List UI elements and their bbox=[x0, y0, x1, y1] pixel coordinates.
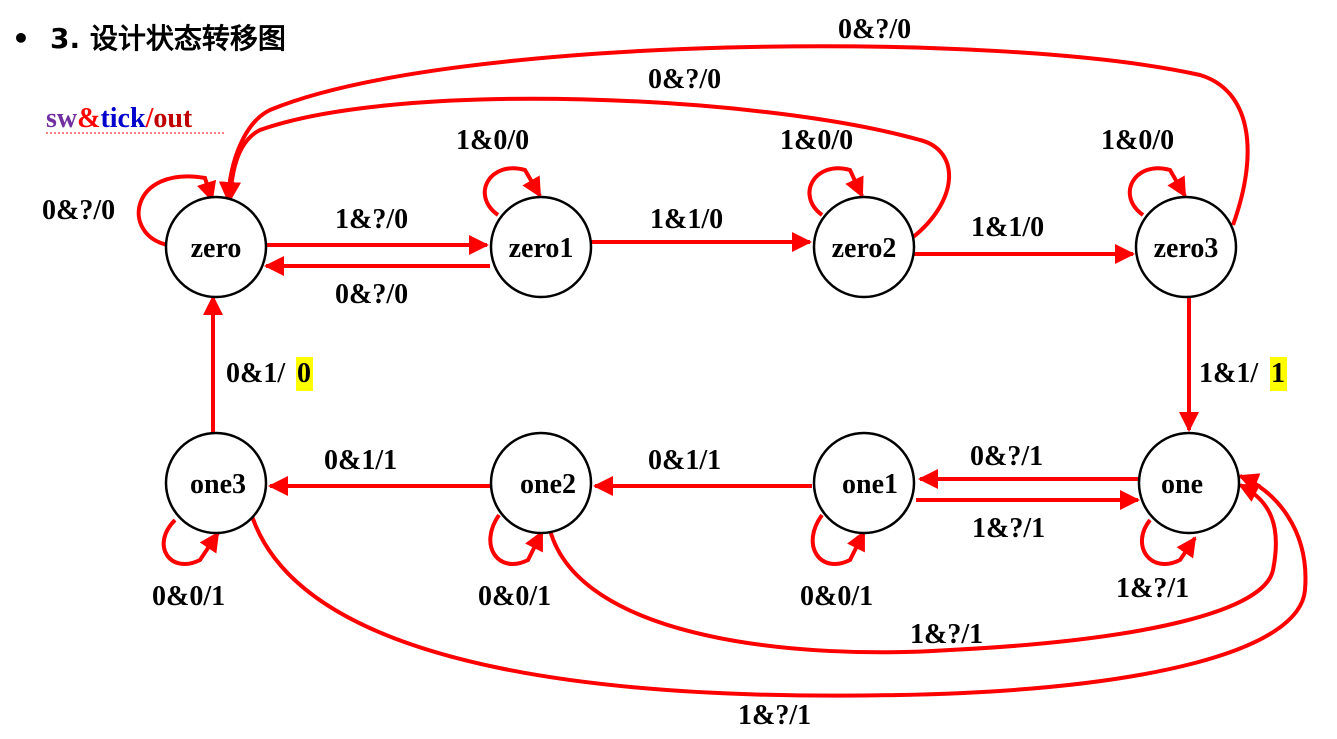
legend-sw: sw bbox=[46, 103, 78, 134]
label-zero3-zero: 0&?/0 bbox=[838, 14, 911, 45]
legend-out: out bbox=[153, 103, 193, 134]
states: zero zero1 zero2 zero3 one one1 one2 on bbox=[164, 195, 1241, 535]
label-one3-self: 0&0/1 bbox=[152, 581, 225, 612]
page-title: 3. 设计状态转移图 bbox=[50, 22, 286, 55]
state-zero2: zero2 bbox=[812, 195, 916, 299]
label-one1-one2: 0&1/1 bbox=[648, 445, 721, 476]
label-one-self: 1&?/1 bbox=[1116, 573, 1189, 604]
label-one3-one: 1&?/1 bbox=[738, 700, 811, 731]
state-label-zero: zero bbox=[191, 233, 242, 264]
edge-zero2-zero bbox=[221, 96, 952, 240]
label-zero2-zero3: 1&1/0 bbox=[971, 212, 1044, 243]
label-one3-zero: 0&1/ 0 bbox=[226, 357, 313, 391]
legend-slash: / bbox=[145, 103, 155, 134]
state-one: one bbox=[1137, 431, 1241, 535]
state-zero: zero bbox=[164, 195, 268, 299]
edge-one3-one bbox=[248, 473, 1308, 698]
label-zero3-one: 1&1/ 1 bbox=[1199, 357, 1287, 391]
state-label-one: one bbox=[1161, 469, 1203, 500]
label-zero1-self: 1&0/0 bbox=[456, 125, 529, 156]
state-label-zero1: zero1 bbox=[509, 233, 574, 264]
state-zero1: zero1 bbox=[489, 195, 593, 299]
label-zero-self: 0&?/0 bbox=[42, 195, 115, 226]
label-zero1-zero: 0&?/0 bbox=[335, 279, 408, 310]
label-one1-self: 0&0/1 bbox=[800, 581, 873, 612]
edge-one3-self bbox=[161, 518, 220, 567]
label-one2-one: 1&?/1 bbox=[910, 619, 983, 650]
label-one2-one3: 0&1/1 bbox=[324, 445, 397, 476]
state-one3: one3 bbox=[164, 431, 268, 535]
edge-one-self bbox=[1139, 518, 1197, 567]
highlight-box bbox=[296, 357, 313, 391]
transition-labels: 0&?/0 1&?/0 0&?/0 1&0/0 1&1/0 1&0/0 0&?/… bbox=[42, 14, 1287, 731]
title-bullet: • bbox=[12, 22, 30, 55]
edge-zero-self bbox=[136, 174, 217, 247]
state-zero3: zero3 bbox=[1134, 195, 1238, 299]
label-zero2-self: 1&0/0 bbox=[780, 125, 853, 156]
state-one1: one1 bbox=[812, 431, 916, 535]
edges bbox=[136, 44, 1308, 698]
highlight-box bbox=[1270, 357, 1287, 391]
state-label-zero3: zero3 bbox=[1154, 233, 1219, 264]
edge-zero1-self bbox=[482, 166, 542, 217]
label-zero3-one-prefix: 1&1/ bbox=[1199, 358, 1259, 389]
label-zero3-one-highlight: 1 bbox=[1271, 358, 1285, 389]
edge-zero3-zero bbox=[218, 44, 1250, 226]
edge-one2-self bbox=[488, 513, 544, 566]
label-zero1-zero2: 1&1/0 bbox=[650, 204, 723, 235]
label-one3-zero-highlight: 0 bbox=[297, 358, 311, 389]
edge-zero2-self bbox=[807, 166, 864, 217]
legend-tick: tick bbox=[100, 103, 146, 134]
state-label-zero2: zero2 bbox=[832, 233, 897, 264]
legend: sw&tick/out bbox=[46, 103, 193, 134]
edge-one2-one bbox=[548, 483, 1278, 655]
label-zero3-self: 1&0/0 bbox=[1101, 125, 1174, 156]
label-one-one1: 0&?/1 bbox=[970, 441, 1043, 472]
legend-amp: & bbox=[77, 103, 100, 134]
state-label-one2: one2 bbox=[520, 469, 576, 500]
label-zero2-zero: 0&?/0 bbox=[648, 64, 721, 95]
state-one2: one2 bbox=[489, 431, 593, 535]
label-one2-self: 0&0/1 bbox=[478, 581, 551, 612]
edge-one1-self bbox=[810, 513, 866, 566]
label-zero-zero1: 1&?/0 bbox=[335, 204, 408, 235]
state-label-one1: one1 bbox=[842, 469, 898, 500]
label-one3-zero-prefix: 0&1/ bbox=[226, 358, 286, 389]
edge-zero3-self bbox=[1127, 166, 1187, 217]
label-one1-one: 1&?/1 bbox=[972, 513, 1045, 544]
state-label-one3: one3 bbox=[190, 469, 246, 500]
